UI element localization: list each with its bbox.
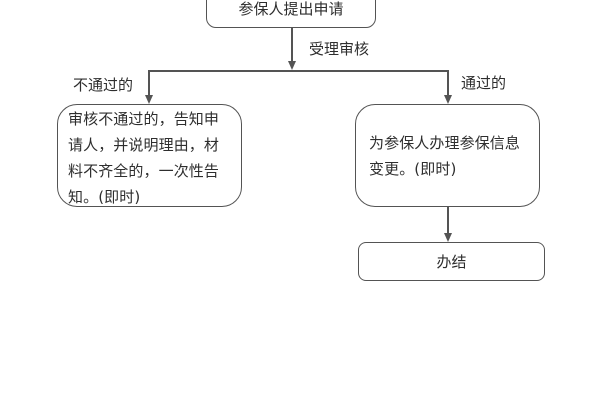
node-approve-label: 为参保人办理参保信息变更。(即时) (369, 133, 521, 178)
connector-branch-to-approve (447, 70, 449, 96)
node-reject: 审核不通过的，告知申请人，并说明理由，材料不齐全的，一次性告知。(即时) (57, 104, 242, 207)
node-reject-label: 审核不通过的，告知申请人，并说明理由，材料不齐全的，一次性告知。(即时) (68, 109, 220, 206)
arrowhead-branch-junction (287, 61, 296, 70)
branch-line (148, 70, 449, 72)
arrowhead-done (443, 233, 452, 242)
connector-approve-to-done (447, 207, 449, 234)
node-start-label: 参保人提出申请 (238, 0, 344, 18)
node-start: 参保人提出申请 (206, 0, 376, 28)
edge-label-review: 受理审核 (309, 40, 370, 58)
arrowhead-approve (443, 95, 452, 104)
edge-label-fail: 不通过的 (73, 76, 134, 94)
node-done-label: 办结 (436, 253, 467, 271)
edge-label-pass: 通过的 (461, 74, 507, 92)
node-approve: 为参保人办理参保信息变更。(即时) (355, 104, 540, 207)
connector-start-to-branch (291, 28, 293, 62)
connector-branch-to-reject (148, 70, 150, 96)
node-done: 办结 (358, 242, 545, 281)
arrowhead-reject (144, 95, 153, 104)
